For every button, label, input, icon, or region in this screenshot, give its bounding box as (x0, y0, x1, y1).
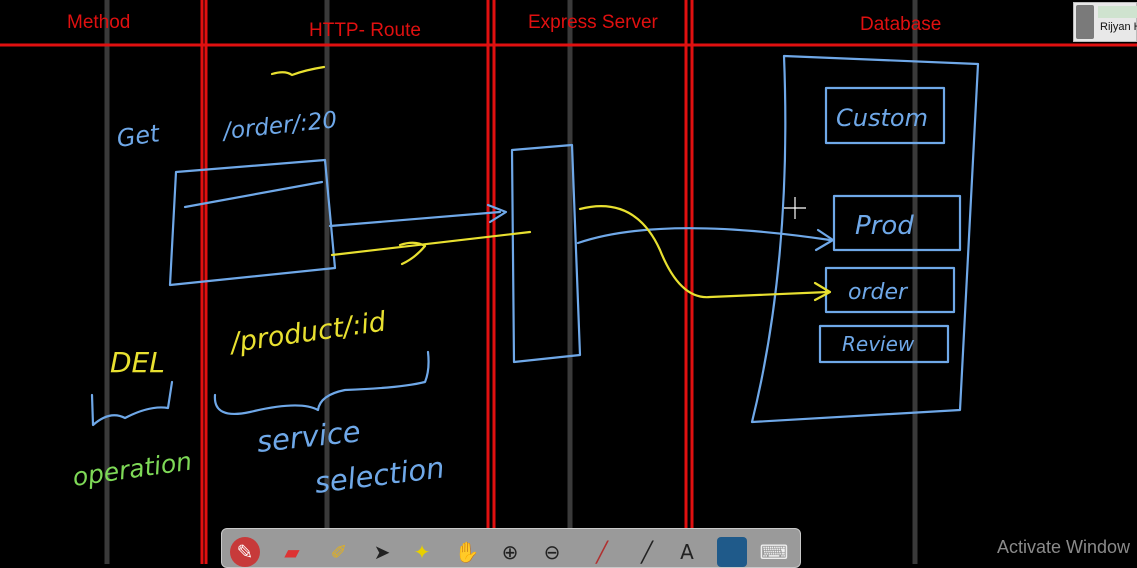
header-express-server: Express Server (528, 12, 658, 33)
del-label: DEL (110, 346, 165, 379)
db-table-order: order (848, 280, 909, 305)
pen-icon[interactable]: ✎ (230, 537, 260, 567)
db-table-review: Review (842, 332, 915, 356)
yellow-drawings (270, 65, 832, 302)
zoom-out-icon[interactable]: ⊖ (543, 540, 561, 564)
screen-icon[interactable] (717, 537, 747, 567)
eraser-icon[interactable]: ▰ (284, 540, 300, 564)
keyboard-icon[interactable]: ⌨ (759, 540, 789, 564)
db-table-custom: Custom (836, 104, 928, 132)
highlighter-icon[interactable]: ✐ (330, 540, 348, 564)
user-presence-chip[interactable]: Rijyan H (1073, 2, 1137, 42)
line-icon[interactable]: ╱ (640, 540, 654, 564)
collapse-panel-icon[interactable] (1076, 5, 1094, 39)
get-label: Get (115, 119, 163, 153)
background-grid (104, 0, 918, 564)
order-route-label: /order/:20 (220, 107, 338, 145)
db-table-prod: Prod (855, 211, 914, 241)
magic-icon[interactable]: ✦ (413, 540, 431, 564)
selection-label: selection (313, 450, 447, 500)
service-label: service (255, 414, 362, 459)
header-method: Method (67, 12, 131, 33)
hand-icon[interactable]: ✋ (454, 540, 480, 564)
header-database: Database (860, 14, 942, 35)
pointer-icon[interactable]: ➤ (373, 540, 391, 564)
activate-windows-watermark: Activate Window (997, 537, 1131, 557)
text-icon[interactable]: A (680, 540, 694, 564)
drawing-toolbar: ✎ ▰ ✐ ➤ ✦ ✋ ⊕ ⊖ ╱ ╱ A ⌨ (221, 528, 801, 568)
brush-icon[interactable]: ╱ (595, 540, 609, 564)
product-route-label: /product/:id (227, 306, 389, 359)
user-name: Rijyan H (1100, 21, 1137, 33)
header-http-route: HTTP- Route (309, 20, 421, 41)
zoom-in-icon[interactable]: ⊕ (501, 540, 519, 564)
video-thumbnail (1098, 6, 1137, 18)
operation-label: operation (71, 447, 194, 492)
crosshair-cursor-icon (784, 197, 806, 219)
